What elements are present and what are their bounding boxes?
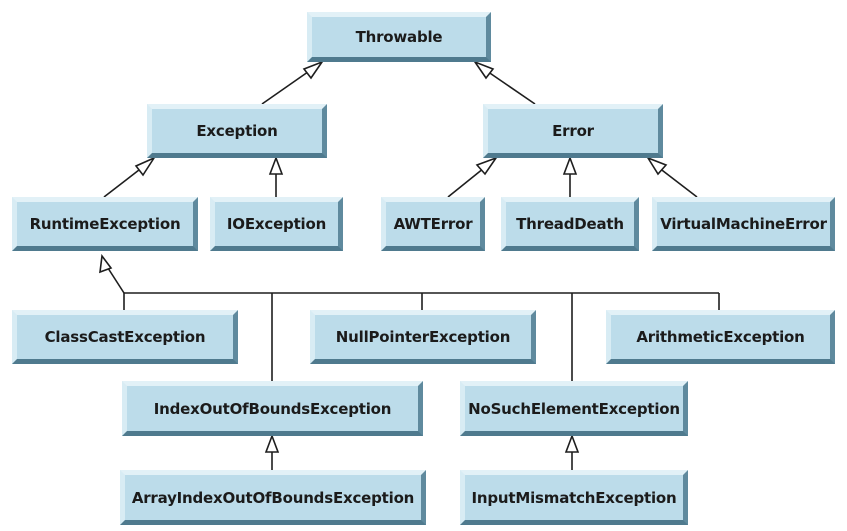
- node-io-exception: IOException: [210, 197, 343, 251]
- arrowhead-error-mid: [562, 155, 578, 175]
- node-null-pointer-exception: NullPointerException: [310, 310, 536, 364]
- node-exception-label: Exception: [196, 122, 278, 140]
- node-class-cast-exception-label: ClassCastException: [44, 328, 206, 346]
- node-arithmetic-exception-label: ArithmeticException: [636, 328, 805, 346]
- arrowhead-nosuchelement: [564, 433, 580, 453]
- node-io-exception-label: IOException: [226, 215, 327, 233]
- node-awt-error: AWTError: [381, 197, 485, 251]
- arrowhead-throwable-left: [302, 60, 325, 80]
- node-throwable-label: Throwable: [355, 28, 443, 46]
- node-null-pointer-exception-label: NullPointerException: [335, 328, 511, 346]
- node-class-cast-exception: ClassCastException: [12, 310, 238, 364]
- node-error: Error: [483, 104, 663, 158]
- arrowhead-error-left: [475, 156, 499, 176]
- node-virtual-machine-error-label: VirtualMachineError: [660, 215, 827, 233]
- node-runtime-exception-label: RuntimeException: [29, 215, 181, 233]
- edge-bus-stem: [105, 264, 125, 294]
- arrowhead-runtime: [99, 253, 113, 274]
- node-runtime-exception: RuntimeException: [12, 197, 198, 251]
- arrowhead-exception-mid: [268, 155, 284, 175]
- node-index-out-of-bounds-exception: IndexOutOfBoundsException: [122, 381, 423, 436]
- arrowhead-error-right: [646, 156, 668, 176]
- arrowhead-throwable-right: [472, 60, 495, 80]
- node-array-index-out-of-bounds-exception-label: ArrayIndexOutOfBoundsException: [131, 488, 415, 507]
- node-no-such-element-exception-label: NoSuchElementException: [468, 399, 680, 418]
- node-thread-death-label: ThreadDeath: [516, 215, 624, 233]
- node-virtual-machine-error: VirtualMachineError: [652, 197, 835, 251]
- edge-lines: [103, 66, 720, 470]
- node-throwable: Throwable: [307, 12, 491, 62]
- node-awt-error-label: AWTError: [393, 215, 473, 233]
- arrowhead-indexoutofbounds: [264, 433, 280, 453]
- node-input-mismatch-exception: InputMismatchException: [460, 470, 688, 525]
- edge-exception-throwable: [261, 66, 316, 105]
- node-arithmetic-exception: ArithmeticException: [606, 310, 835, 364]
- arrowhead-exception-left: [134, 156, 157, 177]
- node-array-index-out-of-bounds-exception: ArrayIndexOutOfBoundsException: [120, 470, 426, 525]
- node-no-such-element-exception: NoSuchElementException: [460, 381, 688, 436]
- node-thread-death: ThreadDeath: [501, 197, 639, 251]
- node-index-out-of-bounds-exception-label: IndexOutOfBoundsException: [153, 399, 392, 418]
- node-input-mismatch-exception-label: InputMismatchException: [471, 488, 677, 507]
- node-error-label: Error: [552, 122, 594, 140]
- generalization-arrowheads: [99, 60, 668, 453]
- node-exception: Exception: [147, 104, 327, 158]
